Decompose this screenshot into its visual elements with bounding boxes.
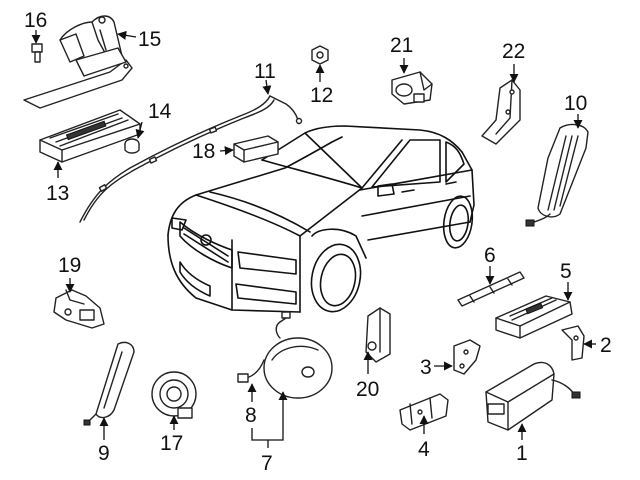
- label-21: 21: [390, 34, 413, 57]
- label-16: 16: [24, 9, 47, 32]
- seatbelt-pretensioner-part: [53, 289, 105, 329]
- impact-sensor-part: [391, 71, 433, 105]
- label-18: 18: [192, 140, 215, 163]
- wiring-strip-part: [457, 271, 525, 307]
- passenger-knee-airbag-part: [485, 361, 581, 431]
- mounting-bracket-part: [561, 325, 585, 361]
- label-19: 19: [58, 254, 81, 277]
- passenger-airbag-part: [495, 295, 573, 339]
- label-17: 17: [160, 432, 183, 455]
- bolt-part: [31, 43, 43, 63]
- seat-airbag-part: [83, 341, 135, 426]
- part-number-labels: 16 15 11 12 21 22 10 14 18 13 19 6 5 2 3…: [24, 9, 612, 475]
- label-10: 10: [564, 92, 587, 115]
- front-impact-sensor-part: [365, 307, 391, 363]
- knee-airbag-part: [39, 109, 141, 163]
- airbag-bracket-part: [399, 393, 449, 431]
- label-9: 9: [98, 442, 110, 465]
- nut-part-12: [311, 45, 329, 65]
- label-5: 5: [560, 260, 572, 283]
- label-2: 2: [600, 334, 612, 357]
- label-15: 15: [138, 28, 161, 51]
- knee-bolster-bracket-part: [23, 15, 133, 109]
- steering-wheel-airbag-part: [237, 311, 333, 399]
- label-1: 1: [516, 442, 528, 465]
- vehicle-outline: [167, 125, 475, 313]
- label-4: 4: [418, 438, 430, 461]
- label-22: 22: [502, 40, 525, 63]
- nut-part-14: [124, 138, 140, 154]
- sensor-bracket-part: [481, 79, 521, 145]
- leader-lines: [31, 30, 596, 448]
- label-12: 12: [310, 84, 333, 107]
- label-14: 14: [148, 100, 172, 123]
- label-11: 11: [254, 60, 276, 83]
- label-6: 6: [484, 244, 496, 267]
- label-3: 3: [420, 356, 432, 379]
- label-13: 13: [46, 182, 69, 205]
- curtain-airbag-part: [79, 95, 303, 223]
- clockspring-part: [151, 371, 197, 419]
- side-airbag-part: [525, 123, 589, 227]
- label-20: 20: [356, 378, 379, 401]
- support-bracket-part: [453, 339, 481, 375]
- label-8: 8: [245, 404, 257, 427]
- control-module-part: [233, 135, 279, 163]
- label-7: 7: [261, 452, 273, 475]
